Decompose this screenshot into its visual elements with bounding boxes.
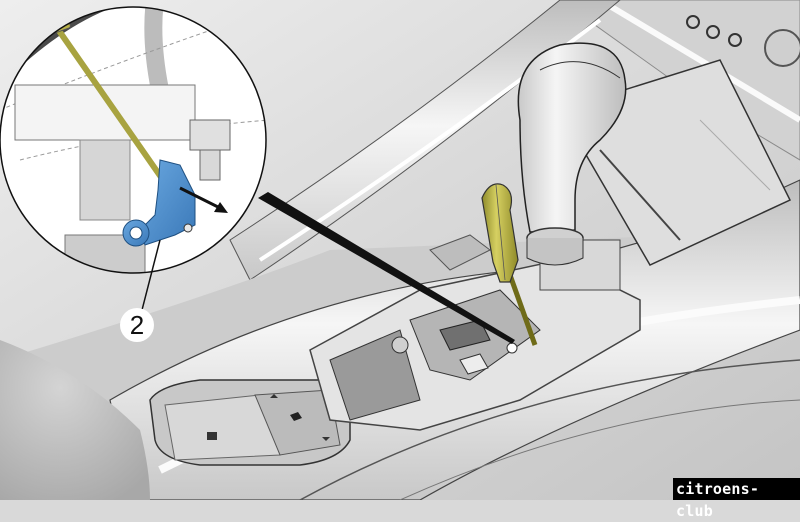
seat	[0, 340, 150, 500]
screwdriver	[481, 183, 538, 346]
callout-leader-line	[141, 239, 161, 311]
gear-shift-knob	[517, 42, 627, 266]
watermark: citroens-club	[673, 478, 800, 520]
callout-number-2: 2	[120, 308, 154, 342]
pointer-line	[258, 192, 515, 344]
switch-panel	[149, 379, 351, 466]
gear-shifter-diagram	[0, 0, 800, 500]
